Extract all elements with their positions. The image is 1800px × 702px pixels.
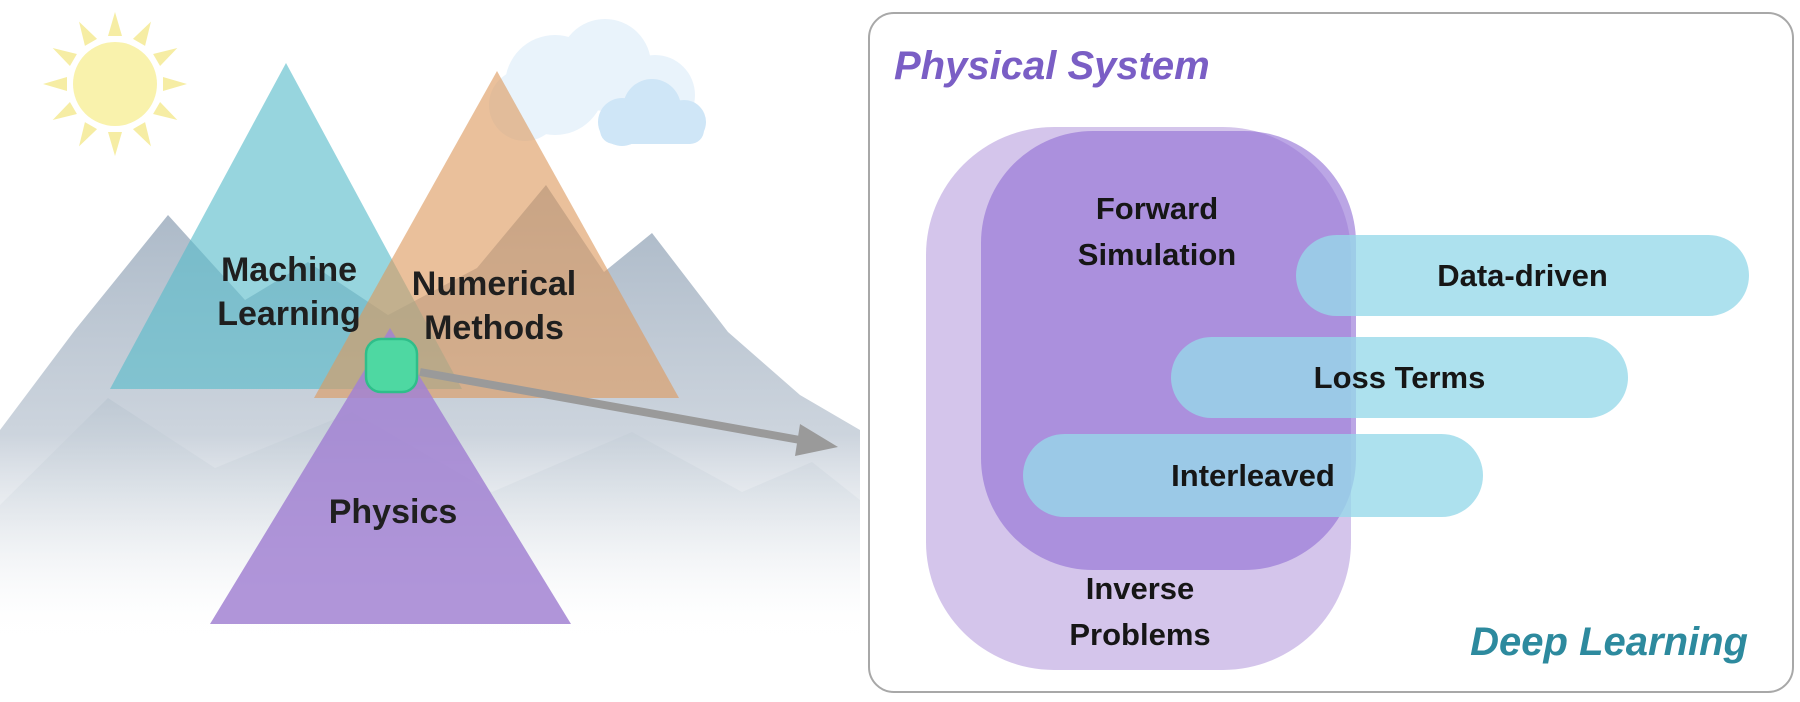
pill-loss-terms: Loss Terms bbox=[1171, 337, 1628, 418]
pill-interleaved: Interleaved bbox=[1023, 434, 1483, 517]
sun-icon bbox=[43, 12, 187, 156]
cloud-icon bbox=[489, 19, 706, 146]
zoom-arrow bbox=[419, 368, 838, 456]
label-numerical-methods: Numerical Methods bbox=[411, 265, 577, 347]
triangle-numerical-methods bbox=[314, 71, 679, 398]
intersection-marker bbox=[364, 337, 419, 394]
pill-data-driven: Data-driven bbox=[1296, 235, 1749, 316]
scene-graphic bbox=[0, 12, 860, 640]
label-machine-learning: Machine Learning bbox=[217, 251, 361, 333]
pill-data-driven-label: Data-driven bbox=[1437, 257, 1608, 293]
pill-interleaved-label: Interleaved bbox=[1171, 457, 1335, 493]
physical-system-panel: Physical System Data-driven Loss Terms I… bbox=[868, 12, 1794, 693]
label-forward-simulation: Forward Simulation bbox=[1077, 191, 1237, 272]
triangle-physics bbox=[210, 328, 571, 624]
label-inverse-problems: Inverse Problems bbox=[1069, 571, 1211, 652]
panel-title-physical-system: Physical System bbox=[894, 44, 1210, 88]
mountain-scene: Machine Learning Numerical Methods Physi… bbox=[0, 0, 860, 702]
label-physics: Physics bbox=[328, 493, 458, 531]
panel-title-deep-learning: Deep Learning bbox=[1470, 620, 1748, 664]
pill-loss-terms-label: Loss Terms bbox=[1313, 359, 1486, 395]
